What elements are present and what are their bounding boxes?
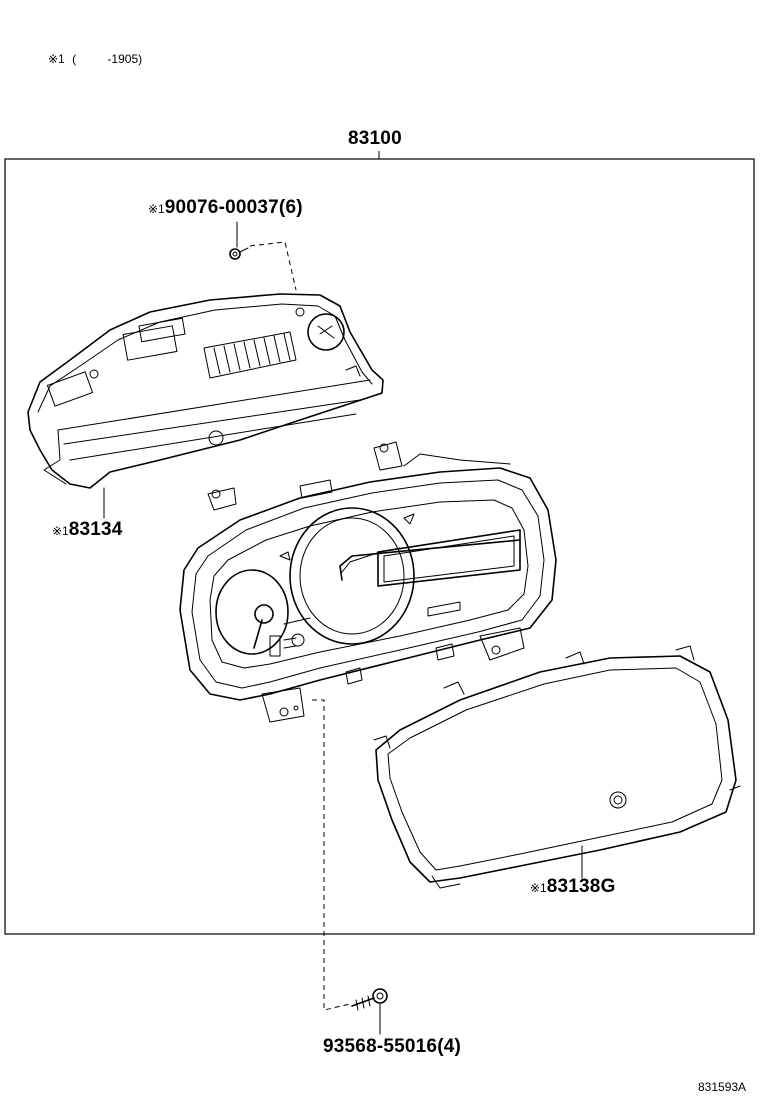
part-label-rear-case[interactable]: ※183134 [52,520,123,539]
lens-glass-drawing [373,645,741,889]
vent-grille [203,331,297,379]
screw-bottom-icon [351,988,388,1011]
figure-code: 831593A [698,1080,747,1094]
header-note: ※1 ( -1905) [48,53,142,65]
part-number-rear-case: 83134 [68,519,123,540]
part-number-lens-glass: 83138G [546,876,616,897]
header-note-open: ( [72,52,77,66]
part-mark-rear-case: ※1 [52,524,69,538]
part-number-screw-bottom[interactable]: 93568-55016(4) [323,1036,462,1057]
assembly-frame [4,158,755,935]
part-mark-lens-glass: ※1 [530,881,547,895]
part-mark-screw-top: ※1 [148,202,165,216]
screw-top-dashed-line [249,241,297,291]
header-note-mark: ※1 [48,52,65,66]
rear-case-drawing [27,293,384,489]
assembly-part-number[interactable]: 83100 [348,128,402,149]
part-label-lens-glass[interactable]: ※183138G [530,877,616,896]
part-label-screw-top[interactable]: ※190076-00037(6) [148,198,303,217]
meter-cluster-drawing [179,441,557,723]
screw-bottom-dashed-line [312,699,351,1011]
header-note-range: -1905) [107,52,143,66]
part-number-screw-top: 90076-00037(6) [164,197,303,218]
screw-top-icon [229,221,249,260]
